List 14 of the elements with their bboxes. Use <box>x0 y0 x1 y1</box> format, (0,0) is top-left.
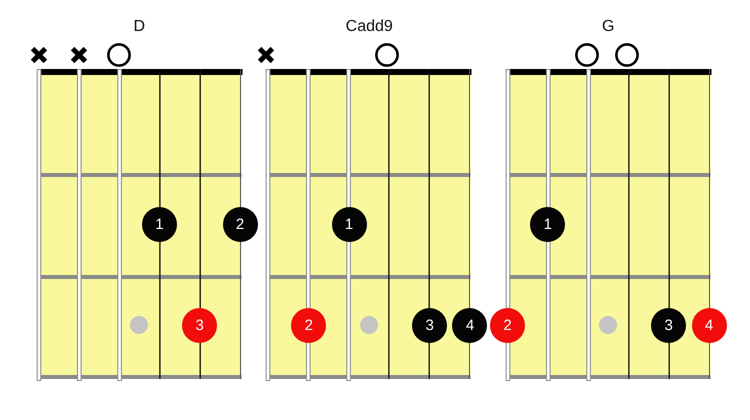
dot-icon <box>599 316 618 334</box>
cross-icon <box>30 46 48 64</box>
dot-icon <box>360 316 378 334</box>
ring-icon <box>574 43 599 67</box>
chord-name: G <box>602 18 614 36</box>
chord-name: D <box>133 18 146 36</box>
cross-icon <box>70 46 88 64</box>
finger-dot: 2 <box>490 308 525 342</box>
cross-icon <box>257 46 276 64</box>
ring-icon <box>375 43 400 67</box>
dot-icon <box>130 316 148 334</box>
chord-name: Cadd9 <box>346 18 393 36</box>
ring-icon <box>107 43 132 67</box>
ring-icon <box>615 43 640 67</box>
